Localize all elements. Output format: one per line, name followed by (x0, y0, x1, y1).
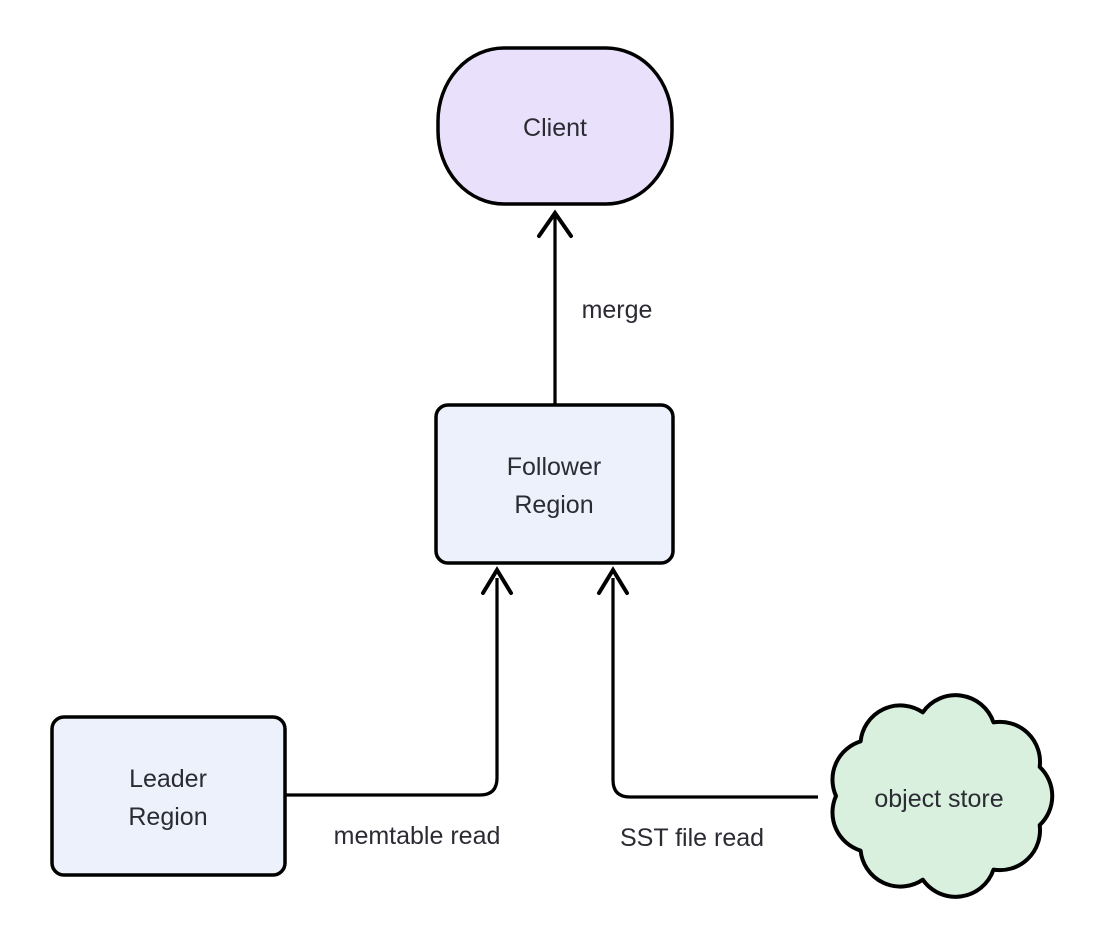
edge-memtable-read: memtable read (286, 566, 513, 850)
edge-sst-file-read-arrowhead-icon (597, 566, 629, 595)
edge-merge-arrowhead-icon (537, 209, 573, 238)
leader-region-label-line2: Region (128, 803, 207, 831)
node-client: Client (436, 46, 674, 206)
object-store-label: object store (874, 785, 1003, 813)
edge-merge: merge (537, 209, 653, 407)
client-shape (436, 46, 674, 206)
follower-region-label-line1: Follower (507, 453, 601, 481)
edge-sst-file-read-label: SST file read (620, 824, 764, 852)
follower-region-label-line2: Region (514, 491, 593, 519)
edge-sst-file-read-line (611, 578, 818, 799)
client-label: Client (523, 114, 587, 142)
edge-memtable-read-arrowhead-icon (481, 566, 513, 595)
edge-merge-label: merge (582, 296, 653, 324)
edge-memtable-read-label: memtable read (334, 822, 501, 850)
edge-sst-file-read: SST file read (597, 566, 818, 852)
edge-memtable-read-line (286, 578, 499, 797)
node-follower-region: Follower Region (434, 403, 675, 565)
follower-region-shape (434, 403, 675, 565)
cloud-shape (830, 693, 1055, 899)
leader-region-label-line1: Leader (129, 765, 207, 793)
node-leader-region: Leader Region (50, 715, 287, 877)
leader-region-shape (50, 715, 287, 877)
node-object-store: object store (830, 693, 1055, 899)
